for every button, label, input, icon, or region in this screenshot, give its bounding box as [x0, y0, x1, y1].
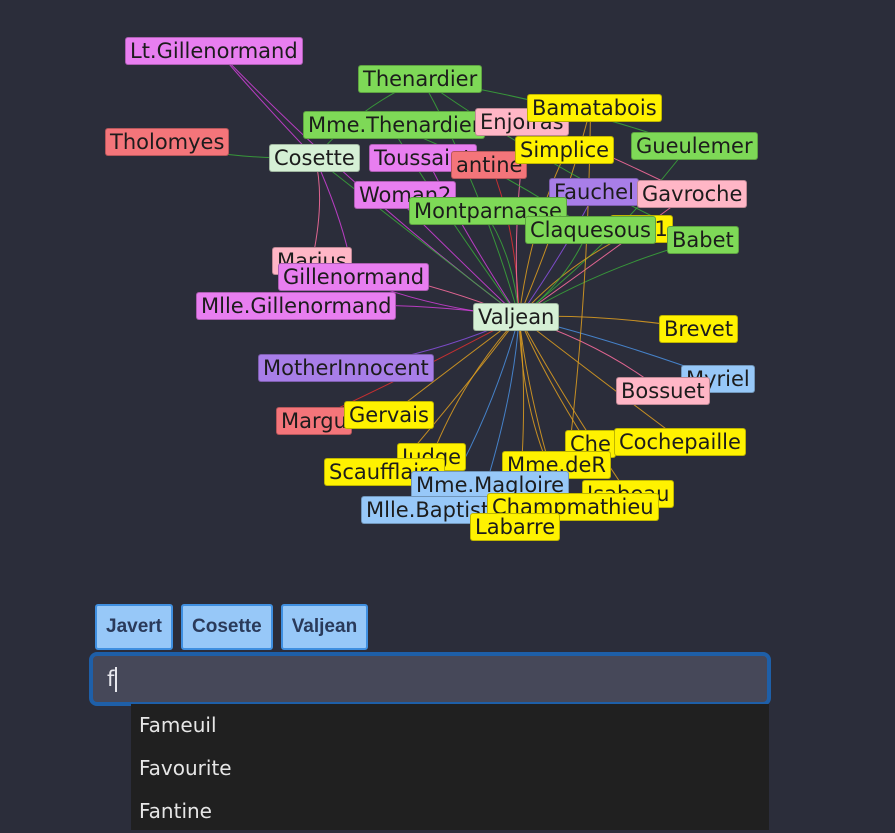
graph-link-valjean-toussaint	[426, 157, 520, 318]
node-lt-gillenormand[interactable]: Lt.Gillenormand	[125, 37, 303, 65]
node-mme-thenardier[interactable]: Mme.Thenardier	[303, 111, 486, 139]
graph-link-valjean-cosette	[314, 157, 520, 318]
graph-link-valjean-mme-der	[518, 316, 549, 466]
node-fantine[interactable]: antine	[451, 151, 528, 179]
node-cochepaille[interactable]: Cochepaille	[614, 428, 746, 456]
graph-link-valjean-thenardier	[421, 78, 520, 318]
node-thenardier[interactable]: Thenardier	[358, 65, 483, 93]
node-motherinnocent[interactable]: MotherInnocent	[258, 354, 434, 382]
suggestion-favourite[interactable]: Favourite	[139, 756, 232, 780]
search-input[interactable]	[93, 656, 767, 702]
search-box	[89, 652, 771, 706]
node-tholomyes[interactable]: Tholomyes	[105, 128, 230, 156]
node-claquesous[interactable]: Claquesous	[525, 216, 656, 244]
node-valjean[interactable]: Valjean	[473, 303, 560, 331]
chip-valjean[interactable]: Valjean	[280, 604, 369, 650]
text-cursor	[115, 667, 117, 692]
chip-javert[interactable]: Javert	[95, 604, 173, 650]
node-enjolras[interactable]: Enjolras	[475, 108, 569, 136]
graph-link-valjean-isabeau	[518, 316, 629, 495]
graph-link-cosette-marius	[311, 157, 321, 262]
suggestion-list: Fameuil Favourite Fantine	[131, 704, 769, 830]
node-mlle-gillenormand[interactable]: Mlle.Gillenormand	[196, 292, 397, 320]
node-simplice[interactable]: Simplice	[515, 136, 615, 164]
node-labarre[interactable]: Labarre	[470, 513, 561, 541]
node-babet[interactable]: Babet	[667, 226, 739, 254]
node-bossuet[interactable]: Bossuet	[616, 377, 710, 405]
selected-characters: Javert Cosette Valjean	[95, 604, 369, 650]
suggestion-fameuil[interactable]: Fameuil	[139, 713, 217, 737]
node-gueulemer[interactable]: Gueulemer	[631, 132, 758, 160]
graph-link-valjean-judge	[431, 316, 520, 458]
suggestion-fantine[interactable]: Fantine	[139, 799, 212, 823]
node-marguerite[interactable]: Margu	[276, 407, 352, 435]
node-brevet[interactable]: Brevet	[659, 315, 739, 343]
graph-link-cosette-lt-gillenormand	[217, 50, 316, 159]
node-gillenormand[interactable]: Gillenormand	[278, 263, 430, 291]
node-cosette[interactable]: Cosette	[269, 144, 360, 172]
graph-link-valjean-fantine	[490, 164, 520, 318]
node-gavroche[interactable]: Gavroche	[637, 180, 748, 208]
graph-link-valjean-mme-magloire	[485, 316, 520, 486]
node-bamatabois[interactable]: Bamatabois	[527, 94, 662, 122]
chip-cosette[interactable]: Cosette	[181, 604, 273, 650]
node-gervais[interactable]: Gervais	[344, 401, 434, 429]
